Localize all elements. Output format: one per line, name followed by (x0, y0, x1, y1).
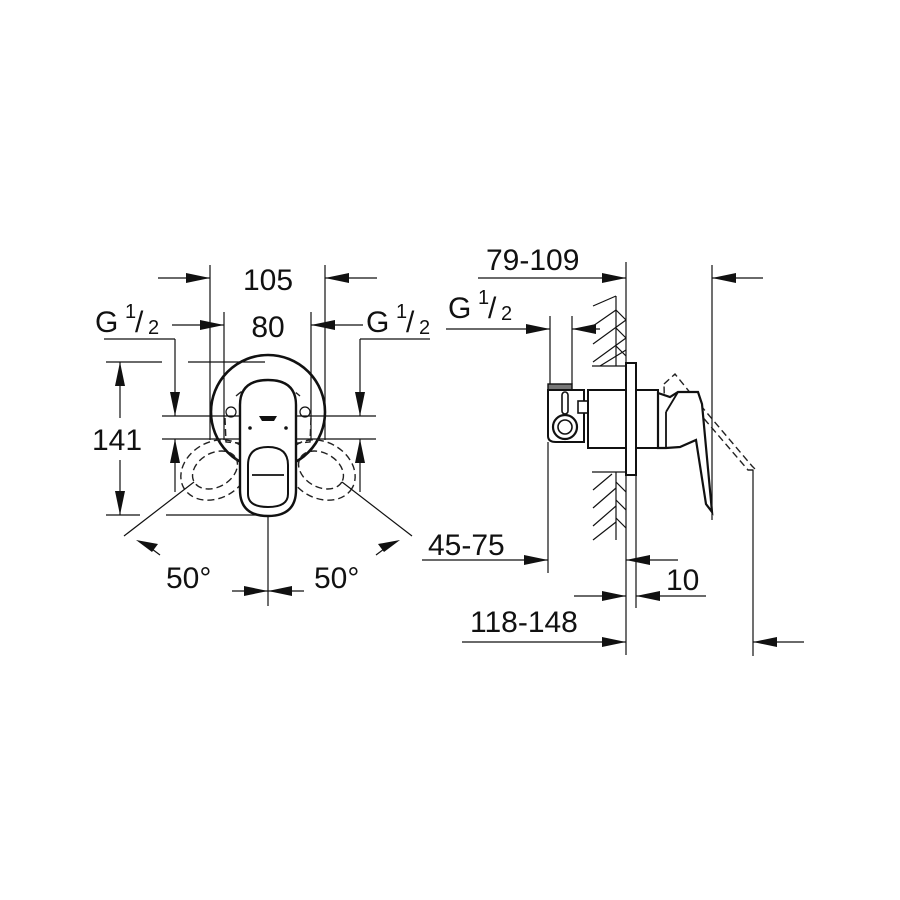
svg-text:1: 1 (478, 287, 489, 309)
dimension-118-148: 118-148 (462, 606, 804, 647)
wall-hatch-bottom (592, 471, 627, 541)
valve-body (547, 383, 659, 449)
lever-handle (238, 378, 298, 518)
svg-text:2: 2 (148, 317, 159, 339)
angle-label-left: 50° (166, 562, 211, 595)
dimension-105: 105 (158, 264, 377, 340)
svg-text:/: / (135, 306, 144, 339)
angle-label-right: 50° (314, 562, 359, 595)
svg-text:/: / (406, 306, 415, 339)
connection-label-right: G 1 / 2 (366, 301, 430, 339)
front-view: 105 80 G 1 / 2 G 1 / 2 (92, 264, 430, 606)
dim-label-79-109: 79-109 (486, 244, 579, 277)
svg-text:1: 1 (396, 301, 407, 323)
connection-label-left: G 1 / 2 (95, 301, 159, 339)
dim-label-10: 10 (666, 564, 699, 597)
dim-label-80: 80 (251, 311, 284, 344)
dim-label-141: 141 (92, 424, 142, 457)
svg-text:G: G (366, 306, 389, 339)
connection-label-side: G 1 / 2 (448, 287, 512, 325)
side-view: 79-109 G 1 / 2 (422, 244, 804, 656)
dim-label-105: 105 (243, 264, 293, 297)
svg-text:2: 2 (501, 303, 512, 325)
svg-text:2: 2 (419, 317, 430, 339)
svg-text:G: G (95, 306, 118, 339)
dimension-80: 80 (172, 311, 363, 440)
svg-text:1: 1 (125, 301, 136, 323)
svg-text:/: / (488, 292, 497, 325)
rosette-side (625, 362, 637, 476)
dimension-10: 10 (574, 555, 706, 601)
wall-hatch-top (592, 295, 627, 367)
dimension-141: 141 (92, 361, 268, 516)
dim-label-118-148: 118-148 (470, 606, 578, 639)
lever-side (656, 390, 714, 516)
svg-text:G: G (448, 292, 471, 325)
dimension-45-75: 45-75 (422, 442, 549, 573)
dimension-79-109: 79-109 (478, 244, 763, 520)
dim-label-45-75: 45-75 (428, 529, 505, 562)
